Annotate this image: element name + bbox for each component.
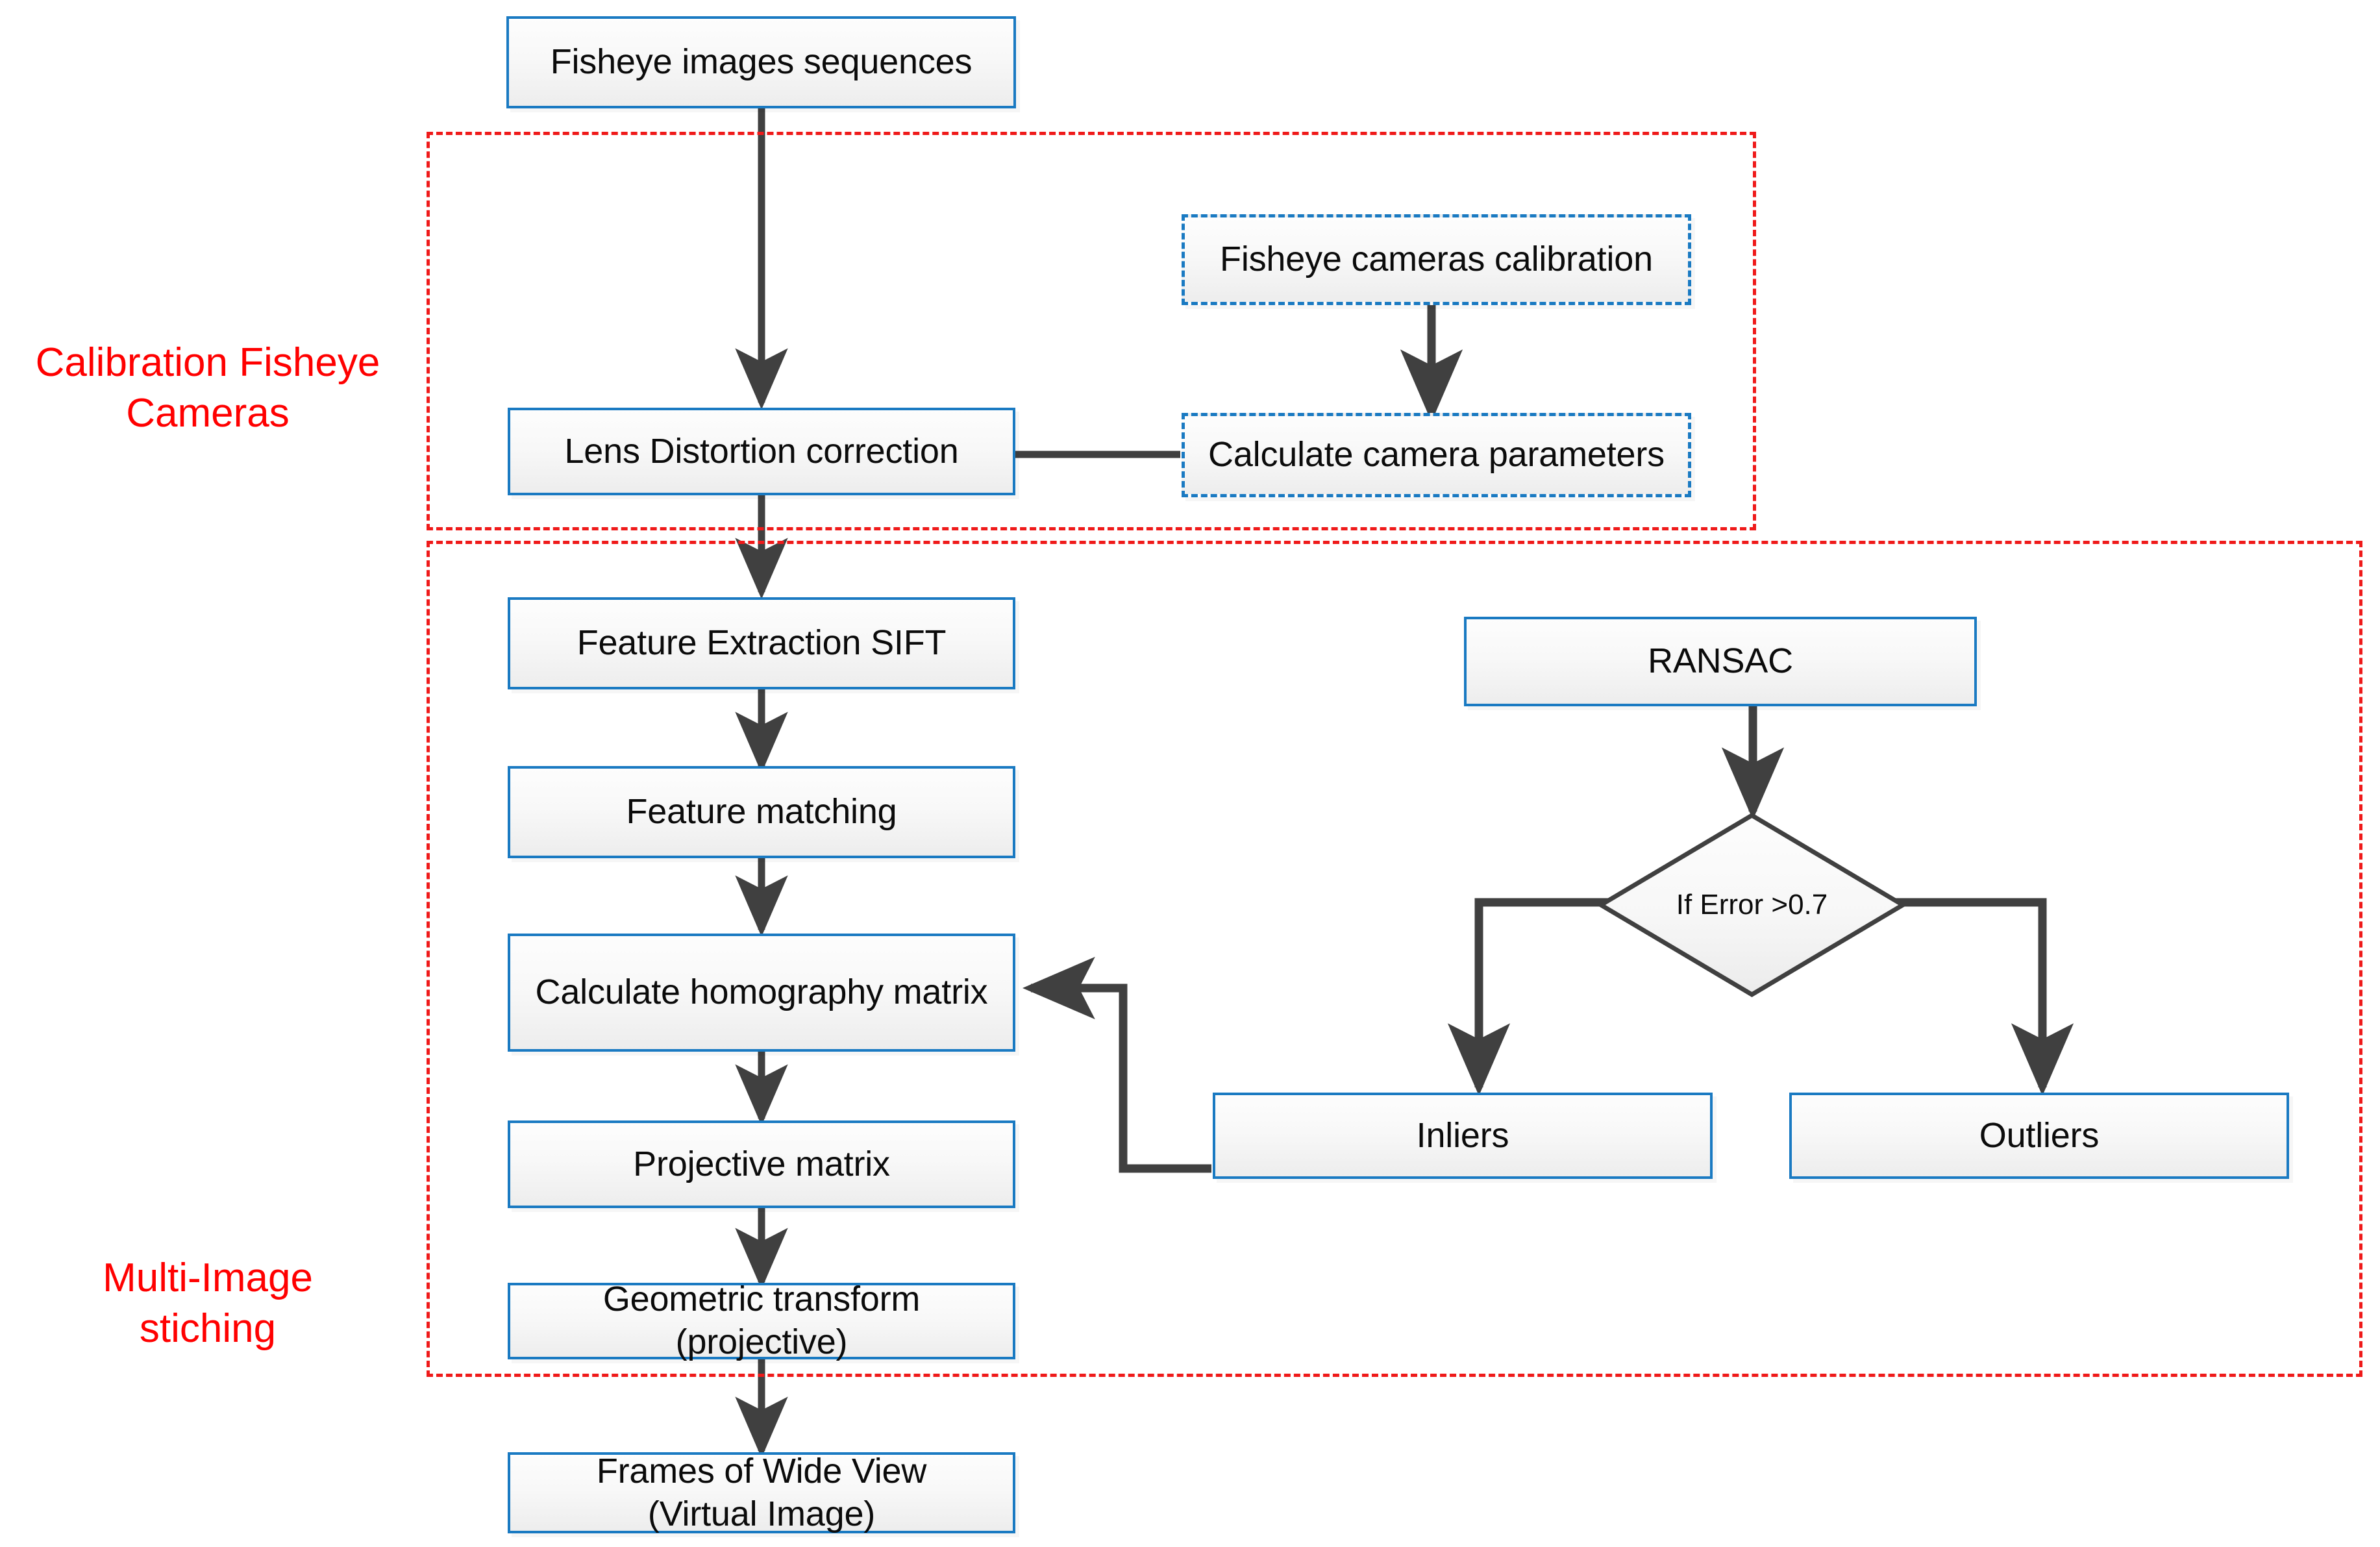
decision-label: If Error >0.7 bbox=[1676, 889, 1828, 921]
group-label-calibration-line2: Cameras bbox=[126, 390, 290, 436]
node-calculate-camera-parameters[interactable]: Calculate camera parameters bbox=[1182, 413, 1691, 497]
node-if-error-decision[interactable]: If Error >0.7 bbox=[1598, 813, 1905, 997]
node-outliers[interactable]: Outliers bbox=[1789, 1093, 2289, 1179]
node-label: Calculate homography matrix bbox=[535, 972, 988, 1012]
group-label-stitching-line1: Multi-Image bbox=[103, 1256, 313, 1300]
node-label: Calculate camera parameters bbox=[1208, 435, 1665, 475]
node-feature-matching[interactable]: Feature matching bbox=[508, 766, 1015, 858]
node-label-line1: Geometric transform bbox=[602, 1280, 921, 1319]
node-label: Outliers bbox=[1979, 1115, 2100, 1155]
node-label: Fisheye cameras calibration bbox=[1220, 240, 1653, 279]
node-lens-distortion-correction[interactable]: Lens Distortion correction bbox=[508, 408, 1015, 495]
node-label-line2: (projective) bbox=[675, 1322, 848, 1361]
node-label-line2: (Virtual Image) bbox=[647, 1494, 876, 1533]
node-feature-extraction-sift[interactable]: Feature Extraction SIFT bbox=[508, 597, 1015, 689]
node-label: Feature Extraction SIFT bbox=[576, 623, 947, 663]
group-label-calibration: Calibration Fisheye Cameras bbox=[13, 338, 403, 438]
decision-diamond-shape bbox=[1598, 813, 1905, 997]
group-label-stitching-line2: stiching bbox=[139, 1306, 277, 1351]
group-label-stitching: Multi-Image stiching bbox=[13, 1253, 403, 1354]
node-label: RANSAC bbox=[1648, 641, 1793, 681]
group-box-multi-image-stitching bbox=[427, 541, 2362, 1377]
node-label: Fisheye images sequences bbox=[550, 42, 973, 82]
node-fisheye-images-sequences[interactable]: Fisheye images sequences bbox=[506, 16, 1016, 108]
node-calculate-homography-matrix[interactable]: Calculate homography matrix bbox=[508, 934, 1015, 1052]
node-label-line1: Frames of Wide View bbox=[596, 1451, 927, 1491]
node-ransac[interactable]: RANSAC bbox=[1464, 617, 1977, 706]
node-label: Feature matching bbox=[626, 792, 897, 832]
node-label: Inliers bbox=[1416, 1115, 1509, 1155]
node-projective-matrix[interactable]: Projective matrix bbox=[508, 1120, 1015, 1208]
node-fisheye-cameras-calibration[interactable]: Fisheye cameras calibration bbox=[1182, 214, 1691, 305]
node-label: Projective matrix bbox=[633, 1144, 890, 1183]
node-label: Lens Distortion correction bbox=[564, 431, 959, 471]
node-geometric-transform[interactable]: Geometric transform (projective) bbox=[508, 1280, 1015, 1361]
node-frames-of-wide-view[interactable]: Frames of Wide View (Virtual Image) bbox=[508, 1452, 1015, 1533]
group-label-calibration-line1: Calibration Fisheye bbox=[35, 340, 380, 385]
node-inliers[interactable]: Inliers bbox=[1213, 1093, 1713, 1179]
group-box-calibration bbox=[427, 132, 1756, 530]
